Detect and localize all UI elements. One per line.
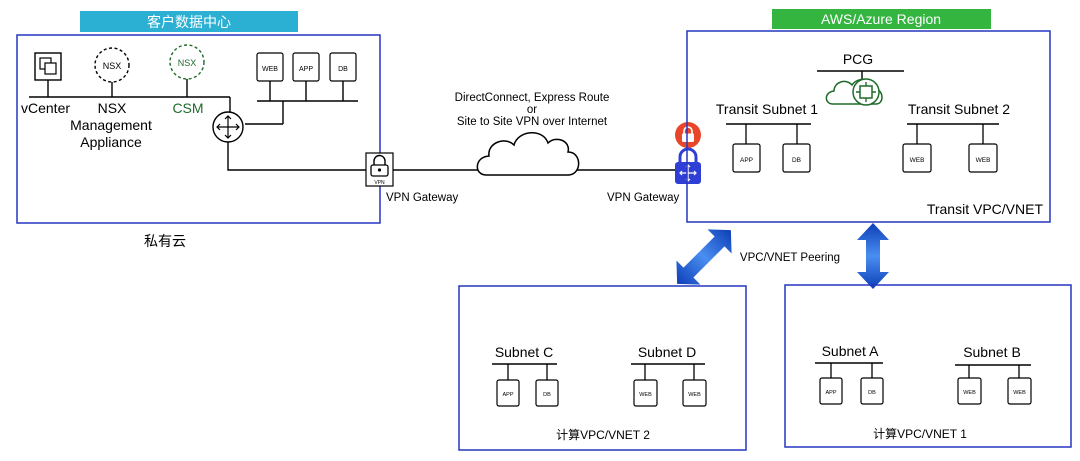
dc-app-server: APP: [292, 52, 320, 101]
transit-db-server: DB: [782, 143, 811, 173]
subnet-d-web-server-1: WEB: [633, 379, 658, 407]
customer-datacenter: 客户数据中心 vCenter NSX NSX Management Applia…: [16, 11, 381, 249]
dc-db-server: DB: [329, 52, 357, 101]
datacenter-banner-text: 客户数据中心: [147, 14, 231, 30]
svg-text:WEB: WEB: [688, 392, 701, 398]
vpn-gateway-left-label: VPN Gateway: [386, 192, 458, 204]
vpn-icon-text: VPN: [374, 180, 385, 186]
region-banner-text: AWS/Azure Region: [821, 11, 941, 27]
svg-text:WEB: WEB: [963, 390, 976, 396]
svg-text:DB: DB: [868, 390, 876, 396]
subnet-a-db-server: DB: [860, 377, 884, 405]
compute-vpc-2-box: [458, 285, 747, 451]
peering-arrow-left: [676, 229, 732, 285]
svg-text:DB: DB: [338, 66, 348, 73]
datacenter-caption: 私有云: [144, 233, 186, 249]
red-lock-icon: [675, 122, 701, 148]
svg-text:WEB: WEB: [1013, 390, 1026, 396]
compute-vpc-1-box: [784, 284, 1072, 448]
vpn-gateway-right-lock-icon: [675, 147, 701, 184]
svg-text:DB: DB: [792, 157, 801, 164]
vcenter-label: vCenter: [21, 100, 70, 116]
nsx-manager-icon-text: NSX: [103, 61, 122, 71]
transit-web-server-2: WEB: [968, 143, 998, 173]
csm-icon: NSX: [169, 44, 205, 97]
subnet-c-label: Subnet C: [495, 344, 553, 360]
transit-vpc-label: Transit VPC/VNET: [927, 201, 1044, 217]
subnet-c-app-server: APP: [496, 379, 520, 407]
region-banner: [772, 9, 991, 29]
router-icon: [212, 111, 244, 143]
subnet-d-web-server-2: WEB: [682, 379, 707, 407]
svg-text:APP: APP: [740, 157, 753, 164]
datacenter-box: [16, 34, 381, 224]
wan-text-line2: or: [527, 104, 537, 116]
vpn-gateway-left: VPN: [365, 152, 394, 187]
transit-subnet-2-label: Transit Subnet 2: [908, 101, 1010, 117]
nsx-label-line3: Appliance: [80, 134, 142, 150]
transit-web-server-1: WEB: [902, 143, 932, 173]
svg-text:APP: APP: [299, 66, 313, 73]
pcg-cloud-icon: [825, 78, 883, 106]
subnet-b-label: Subnet B: [963, 344, 1021, 360]
transit-app-server: APP: [732, 143, 761, 173]
transit-vpc-box: [686, 30, 1051, 223]
svg-text:APP: APP: [502, 392, 513, 398]
peering-label: VPC/VNET Peering: [740, 252, 840, 264]
pcg-label: PCG: [843, 51, 873, 67]
compute-vpc-2-label: 计算VPC/VNET 2: [556, 427, 650, 442]
compute-vpc-1: Subnet A APP DB Subnet B WEB WEB 计算VPC/V…: [784, 284, 1072, 448]
vpn-gateway-right-label: VPN Gateway: [607, 192, 679, 204]
peering-arrow-right: [857, 223, 889, 289]
svg-text:APP: APP: [825, 390, 836, 396]
subnet-d-label: Subnet D: [638, 344, 696, 360]
subnet-a-label: Subnet A: [822, 343, 879, 359]
svg-text:WEB: WEB: [639, 392, 652, 398]
subnet-b-web-server-2: WEB: [1007, 377, 1032, 405]
nsx-label-line2: Management: [70, 117, 152, 133]
wan-text-line1: DirectConnect, Express Route: [455, 92, 610, 104]
subnet-b-web-server-1: WEB: [957, 377, 982, 405]
internet-cloud-icon: [476, 132, 580, 176]
nsx-manager-icon: NSX: [94, 47, 130, 97]
compute-vpc-1-label: 计算VPC/VNET 1: [873, 426, 967, 441]
transit-region: AWS/Azure Region PCG Transit Subnet 1 AP…: [686, 9, 1051, 223]
transit-subnet-1-label: Transit Subnet 1: [716, 101, 818, 117]
subnet-c-db-server: DB: [535, 379, 559, 407]
dc-web-server: WEB: [256, 52, 284, 101]
compute-vpc-2: Subnet C APP DB Subnet D WEB WEB 计算VPC/V…: [458, 285, 747, 451]
csm-icon-text: NSX: [178, 58, 197, 68]
datacenter-banner: [80, 11, 298, 32]
svg-text:WEB: WEB: [262, 66, 278, 73]
router-to-vpn-link: [227, 142, 366, 171]
subnet-a-app-server: APP: [819, 377, 843, 405]
svg-text:WEB: WEB: [910, 157, 925, 164]
csm-label: CSM: [172, 100, 203, 116]
nsx-label-line1: NSX: [98, 100, 127, 116]
vcenter-icon: [34, 52, 62, 97]
wan-text-line3: Site to Site VPN over Internet: [457, 116, 608, 128]
svg-text:WEB: WEB: [976, 157, 991, 164]
svg-text:DB: DB: [543, 392, 551, 398]
